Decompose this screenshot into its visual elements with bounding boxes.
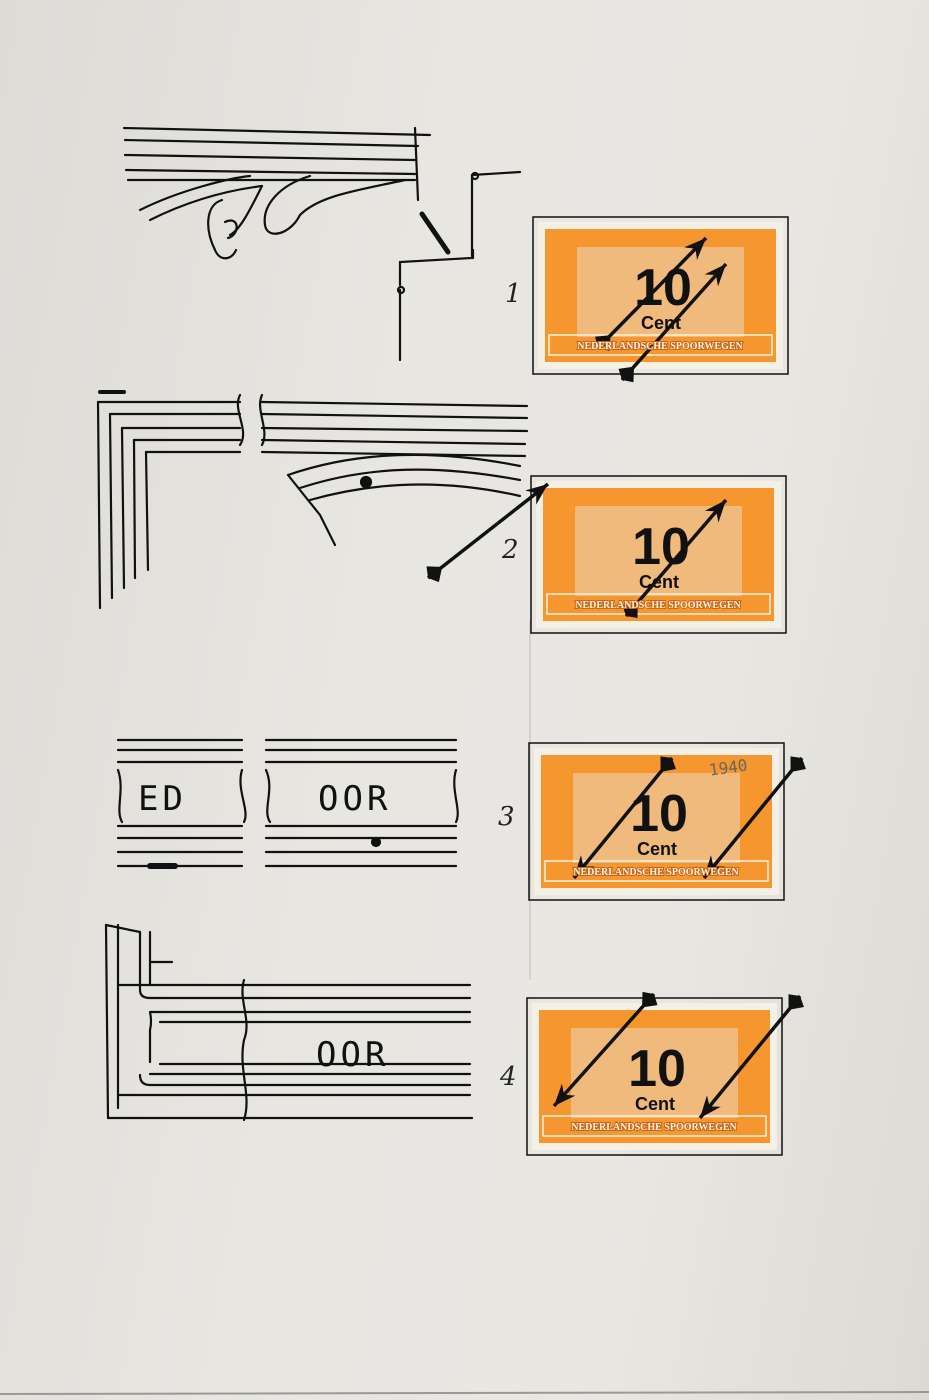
drawing-4-name-panel xyxy=(104,923,474,1122)
arrow-marker-icon xyxy=(618,262,728,383)
mount-frame xyxy=(530,475,787,634)
stamp-name: NEDERLANDSCHE SPOORWEGEN xyxy=(577,341,743,352)
stamp-value: 10 xyxy=(630,785,688,843)
arrow-marker-icon xyxy=(426,482,550,583)
arrow-marker-icon xyxy=(552,991,658,1108)
drawing-3-right-text: OOR xyxy=(318,779,391,819)
mount-frame xyxy=(532,216,789,375)
stamp-name-band xyxy=(546,593,771,615)
stamp-center-panel xyxy=(577,247,744,337)
arrow-marker-icon xyxy=(622,498,728,618)
drawing-4-text: OOR xyxy=(316,1035,389,1075)
stamp-center-panel xyxy=(573,773,740,863)
stamp-unit: Cent xyxy=(639,572,679,592)
arrow-marker-icon xyxy=(702,756,806,880)
stamp-number: 2 xyxy=(501,535,519,565)
stamp-number: 4 xyxy=(499,1062,517,1092)
arrow-marker-icon xyxy=(595,236,708,351)
drawing-1-bracket xyxy=(122,126,522,362)
stamp-unit: Cent xyxy=(635,1094,675,1114)
stamp-value: 10 xyxy=(634,259,692,317)
drawing-3-left-text: ED xyxy=(138,779,187,819)
stamp-name: NEDERLANDSCHE SPOORWEGEN xyxy=(575,600,741,611)
stamp-name: NEDERLANDSCHE SPOORWEGEN xyxy=(571,1122,737,1133)
stamp-center-panel xyxy=(575,506,742,596)
stamp-number: 1 xyxy=(505,279,522,309)
stamp-name-band xyxy=(542,1115,767,1137)
stamp-value: 10 xyxy=(628,1040,686,1098)
stamp-unit: Cent xyxy=(637,839,677,859)
arrow-marker-icon xyxy=(572,756,676,880)
page-edge xyxy=(0,1391,929,1395)
stamp-number: 3 xyxy=(498,802,515,832)
arrow-marker-icon xyxy=(698,994,804,1120)
drawing-3-name-panel xyxy=(116,738,459,869)
mount-frame xyxy=(528,742,785,901)
stamp-value: 10 xyxy=(632,518,690,576)
drawing-2-corner-frame xyxy=(96,390,529,610)
stamp-unit: Cent xyxy=(641,313,681,333)
stamp-name-band xyxy=(544,860,769,882)
stamp-name: NEDERLANDSCHE SPOORWEGEN xyxy=(573,867,739,878)
